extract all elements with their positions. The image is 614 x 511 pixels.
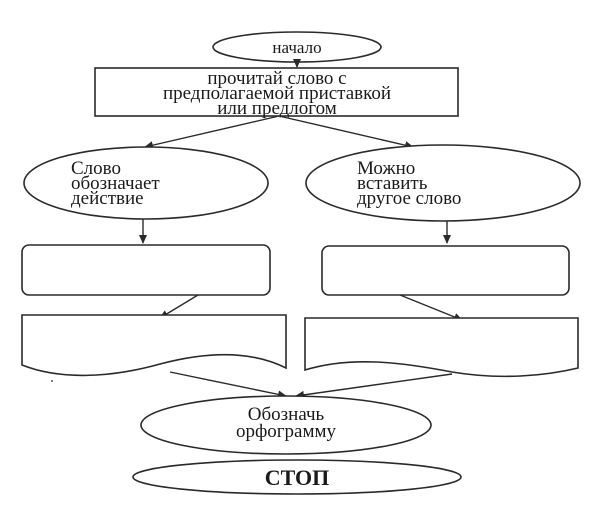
right-document-node (304, 317, 579, 378)
arrow-left-doc-to-mark (169, 371, 287, 399)
left-question-node: Слово обозначает действие (23, 146, 269, 220)
read-step-line-1: прочитай слово с (207, 68, 346, 89)
stop-node: СТОП (132, 459, 462, 495)
mark-step-line-2: орфограмму (236, 421, 337, 442)
read-step-line-2: предполагаемой приставкой (163, 83, 391, 104)
left-question-line-3: действие (71, 188, 144, 209)
stop-label: СТОП (265, 465, 330, 490)
read-step-node: прочитай слово с предполагаемой приставк… (94, 67, 459, 119)
left-action-box (21, 244, 271, 296)
start-node: начало (212, 31, 382, 63)
right-action-box (321, 245, 570, 296)
read-step-line-3: или предлогом (217, 98, 337, 119)
arrow-right-box-to-doc (399, 294, 463, 321)
scan-speck (51, 380, 53, 382)
mark-step-node: Обозначь орфограмму (140, 395, 432, 455)
right-question-line-2: вставить (357, 173, 428, 194)
arrow-right-doc-to-mark (295, 373, 453, 399)
left-question-line-2: обозначает (71, 173, 160, 194)
arrow-read-to-left-question (144, 115, 280, 150)
arrow-read-to-right-question (278, 115, 414, 150)
arrow-left-box-to-doc (159, 294, 199, 319)
right-question-node: Можно вставить другое слово (305, 144, 581, 222)
start-label: начало (272, 38, 321, 57)
mark-step-line-1: Обозначь (248, 404, 325, 425)
left-document-node (21, 314, 287, 377)
right-question-line-1: Можно (357, 158, 415, 179)
left-question-line-1: Слово (71, 158, 121, 179)
right-question-line-3: другое слово (357, 188, 461, 209)
